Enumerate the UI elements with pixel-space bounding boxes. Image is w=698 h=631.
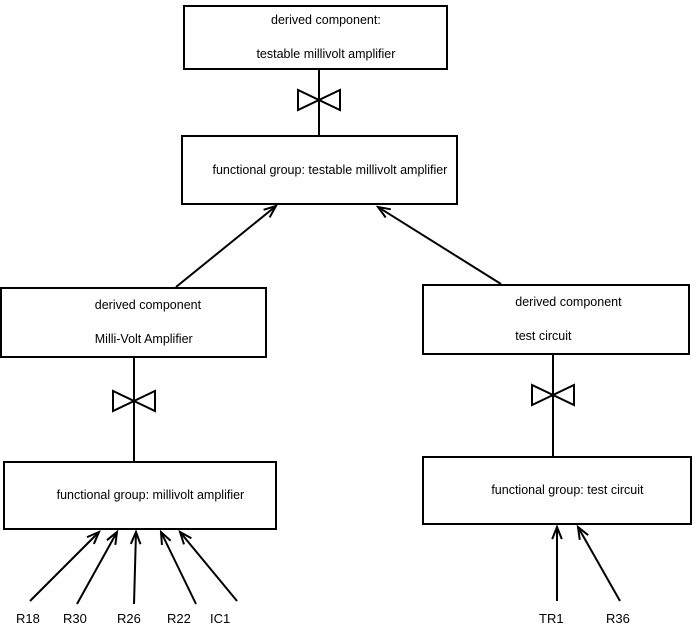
connector-part-tr1[interactable] <box>551 524 563 601</box>
node-derived-testable-millivolt-amplifier[interactable]: derived component: testable millivolt am… <box>183 5 448 70</box>
node-fg-testable-millivolt-amplifier[interactable]: functional group: testable millivolt amp… <box>181 135 458 205</box>
node-label: derived component test circuit <box>494 277 621 361</box>
connector-shaft <box>179 531 238 602</box>
node-derived-test-circuit[interactable]: derived component test circuit <box>422 284 690 355</box>
connector-shaft <box>175 205 277 288</box>
node-derived-milli-volt-amplifier[interactable]: derived component Milli-Volt Amplifier <box>0 287 267 358</box>
leaf-label-tr1: TR1 <box>539 611 564 626</box>
node-line-1: derived component <box>94 298 202 313</box>
node-line-2: test circuit <box>515 328 572 343</box>
arrowhead-icon <box>129 529 142 545</box>
node-label: functional group: millivolt amplifier <box>36 470 245 521</box>
connector-part-r18[interactable] <box>29 530 101 602</box>
node-line-2: Milli-Volt Amplifier <box>94 331 193 346</box>
node-line-2: testable millivolt amplifier <box>256 46 396 61</box>
arrowhead-icon <box>576 524 589 541</box>
connector-shaft <box>377 206 502 285</box>
arrowhead-icon <box>106 529 119 546</box>
arrowhead-icon <box>263 204 279 218</box>
node-line-1: derived component <box>515 295 622 310</box>
bowtie-left-triangle-icon <box>112 389 137 413</box>
connector-shaft <box>133 531 137 605</box>
node-label: functional group: testable millivolt amp… <box>192 145 448 196</box>
arrowhead-icon <box>178 529 192 545</box>
arrowhead-icon <box>159 529 172 546</box>
bowtie-right-triangle-icon <box>550 383 575 407</box>
arrowhead-icon <box>551 524 563 540</box>
node-fg-test-circuit[interactable]: functional group: test circuit <box>422 456 692 525</box>
node-line-1: derived component: <box>271 13 381 28</box>
node-line-1: functional group: millivolt amplifier <box>56 488 245 503</box>
connector-shaft <box>160 531 197 605</box>
connector-shaft <box>76 531 118 605</box>
node-line-1: functional group: testable millivolt amp… <box>212 162 448 177</box>
bowtie-left-triangle-icon <box>297 88 322 112</box>
leaf-label-r36: R36 <box>606 611 630 626</box>
connector-part-r26[interactable] <box>129 529 142 605</box>
node-fg-millivolt-amplifier[interactable]: functional group: millivolt amplifier <box>3 461 277 530</box>
connector-realization-right[interactable] <box>531 355 575 456</box>
connector-shaft <box>29 531 100 602</box>
node-label: functional group: test circuit <box>470 465 643 516</box>
arrowhead-icon <box>86 530 101 545</box>
leaf-label-ic1: IC1 <box>210 611 231 626</box>
node-label: derived component: testable millivolt am… <box>236 0 396 80</box>
connector-shaft <box>577 526 621 602</box>
leaf-label-r18: R18 <box>16 611 40 626</box>
arrowhead-icon <box>375 205 391 219</box>
leaf-label-r22: R22 <box>167 611 191 626</box>
bowtie-left-triangle-icon <box>531 383 556 407</box>
bowtie-right-triangle-icon <box>131 389 156 413</box>
node-line-1: functional group: test circuit <box>491 483 644 498</box>
connector-part-r30[interactable] <box>76 529 119 605</box>
leaf-label-r26: R26 <box>117 611 141 626</box>
node-label: derived component Milli-Volt Amplifier <box>74 280 201 364</box>
connector-realization-left[interactable] <box>112 358 156 461</box>
leaf-label-r30: R30 <box>63 611 87 626</box>
connector-aggregation-left[interactable] <box>175 204 279 288</box>
connector-part-ic1[interactable] <box>178 529 238 602</box>
connector-part-r36[interactable] <box>576 524 621 602</box>
connector-realization-top[interactable] <box>297 70 341 135</box>
connector-aggregation-right[interactable] <box>375 205 502 285</box>
bowtie-right-triangle-icon <box>316 88 341 112</box>
connector-part-r22[interactable] <box>159 529 197 605</box>
